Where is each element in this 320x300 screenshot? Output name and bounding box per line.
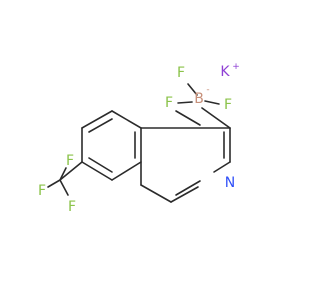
charge-boron: - <box>206 85 209 95</box>
bond-b-f-right <box>204 100 220 105</box>
bond-c7-cf3 <box>59 161 83 181</box>
bond-n-c1 <box>170 186 199 203</box>
bond-b-f-left <box>177 101 193 104</box>
bonds <box>47 83 231 203</box>
bond-c5-c6 <box>81 110 113 129</box>
bond-c4a-c5 <box>111 110 142 129</box>
atom-fluorine-cf3-left: F <box>38 183 46 199</box>
atom-fluorine-cf3-top: F <box>66 153 74 169</box>
atom-fluorine-b-right: F <box>224 97 232 113</box>
bond-c7-c8-double <box>88 157 113 173</box>
atom-labels: K + F B - F F N F F F <box>38 62 240 215</box>
bond-c5-c6-double <box>88 118 113 133</box>
bond-c4a-c4-double <box>175 110 201 126</box>
atom-fluorine-cf3-bottom: F <box>68 199 76 215</box>
bond-b-f-top <box>187 83 198 96</box>
charge-potassium: + <box>232 62 240 72</box>
atom-nitrogen: N <box>225 175 235 191</box>
atom-potassium: K <box>220 64 230 80</box>
bond-c1-c8a <box>140 184 172 203</box>
bond-c8-c8a <box>111 161 142 181</box>
atom-fluorine-b-left: F <box>165 95 173 111</box>
bond-c7-c8 <box>81 161 113 181</box>
bond-n-c1-double <box>175 180 201 196</box>
bond-cf3-f-top <box>59 167 67 181</box>
molecule-structure: K + F B - F F N F F F <box>38 62 240 215</box>
atom-boron: B <box>194 91 204 107</box>
bond-cf3-f-bottom <box>59 179 69 196</box>
atom-fluorine-b-top: F <box>177 65 185 81</box>
bond-c3-n <box>213 161 231 173</box>
bond-cf3-f-left <box>47 179 61 188</box>
bond-b-c4 <box>201 107 231 129</box>
